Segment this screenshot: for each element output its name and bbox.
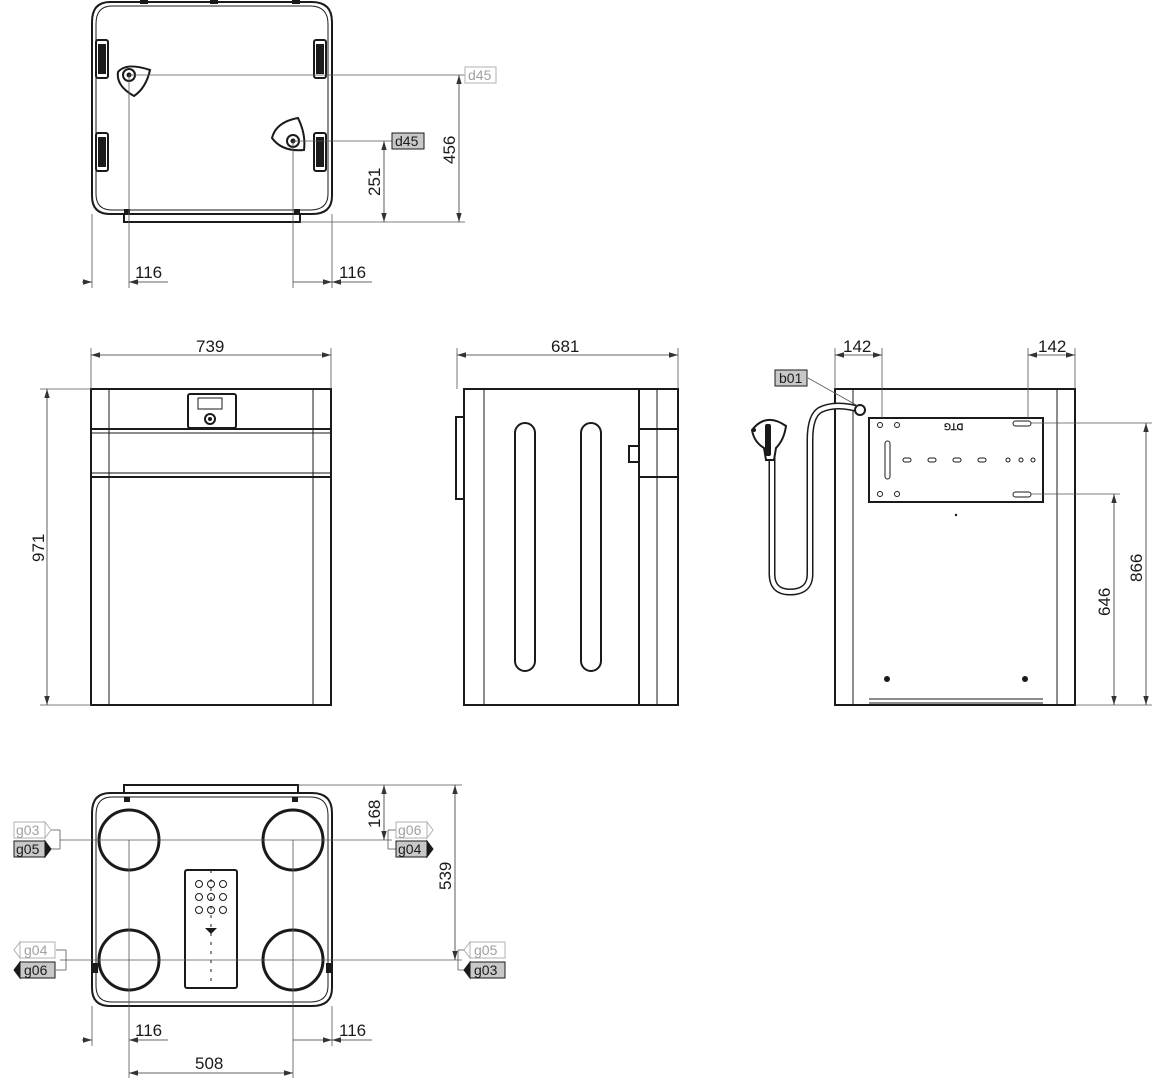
dim-back-866: 866 — [1127, 554, 1146, 582]
tag-right-upper-g06: g06 — [395, 820, 434, 840]
dim-side-width: 681 — [551, 337, 579, 356]
back-view: ꓨꓕꓷ b01 142 142 646 866 — [750, 337, 1152, 706]
svg-text:g04: g04 — [398, 841, 422, 857]
top-view: 116 116 251 456 d45 d45 — [82, 0, 497, 288]
dim-bottom-left-116: 116 — [135, 1021, 162, 1040]
svg-text:g04: g04 — [24, 942, 48, 958]
dim-bottom-508: 508 — [195, 1054, 223, 1073]
tag-left-upper-g05: g05 — [13, 839, 52, 859]
tag-left-upper-g03: g03 — [13, 820, 52, 840]
wall-bracket — [868, 417, 1044, 503]
dim-top-456: 456 — [440, 136, 459, 164]
svg-text:d45: d45 — [395, 133, 419, 149]
tag-d45-dark: d45 — [391, 132, 425, 150]
power-cable — [768, 402, 866, 596]
dim-back-right-142: 142 — [1038, 337, 1066, 356]
side-view: 681 — [455, 337, 679, 706]
dim-back-646: 646 — [1095, 588, 1114, 616]
tag-right-lower-g03: g03 — [463, 960, 506, 980]
dim-bottom-right-116: 116 — [339, 1021, 366, 1040]
dim-top-left-116: 116 — [135, 263, 162, 282]
dim-bottom-539: 539 — [436, 862, 455, 890]
dim-front-width: 739 — [196, 337, 224, 356]
dim-front-height: 971 — [29, 534, 48, 562]
tag-right-upper-g04: g04 — [395, 839, 434, 859]
dim-bottom-168: 168 — [365, 800, 384, 828]
tag-right-lower-g05: g05 — [463, 940, 506, 960]
svg-text:g05: g05 — [16, 841, 40, 857]
svg-text:d45: d45 — [468, 67, 492, 83]
dim-top-right-116: 116 — [339, 263, 366, 282]
tag-left-lower-g04: g04 — [13, 940, 56, 960]
tag-d45-light: d45 — [464, 66, 497, 84]
svg-text:g06: g06 — [398, 822, 422, 838]
side-slot-left — [514, 422, 536, 672]
svg-text:b01: b01 — [779, 370, 803, 386]
bottom-view: 168 539 116 116 508 g03 g05 g06 — [13, 784, 506, 1078]
svg-text:g06: g06 — [24, 962, 48, 978]
side-slot-right — [580, 422, 602, 672]
bracket-label: ꓨꓕꓷ — [944, 422, 963, 432]
dim-top-251: 251 — [365, 168, 384, 196]
svg-text:g03: g03 — [474, 962, 498, 978]
svg-text:g03: g03 — [16, 822, 40, 838]
dim-back-left-142: 142 — [843, 337, 871, 356]
svg-text:g05: g05 — [474, 942, 498, 958]
tag-b01: b01 — [774, 369, 808, 387]
tag-left-lower-g06: g06 — [13, 960, 56, 980]
front-view: 739 971 — [29, 337, 332, 706]
